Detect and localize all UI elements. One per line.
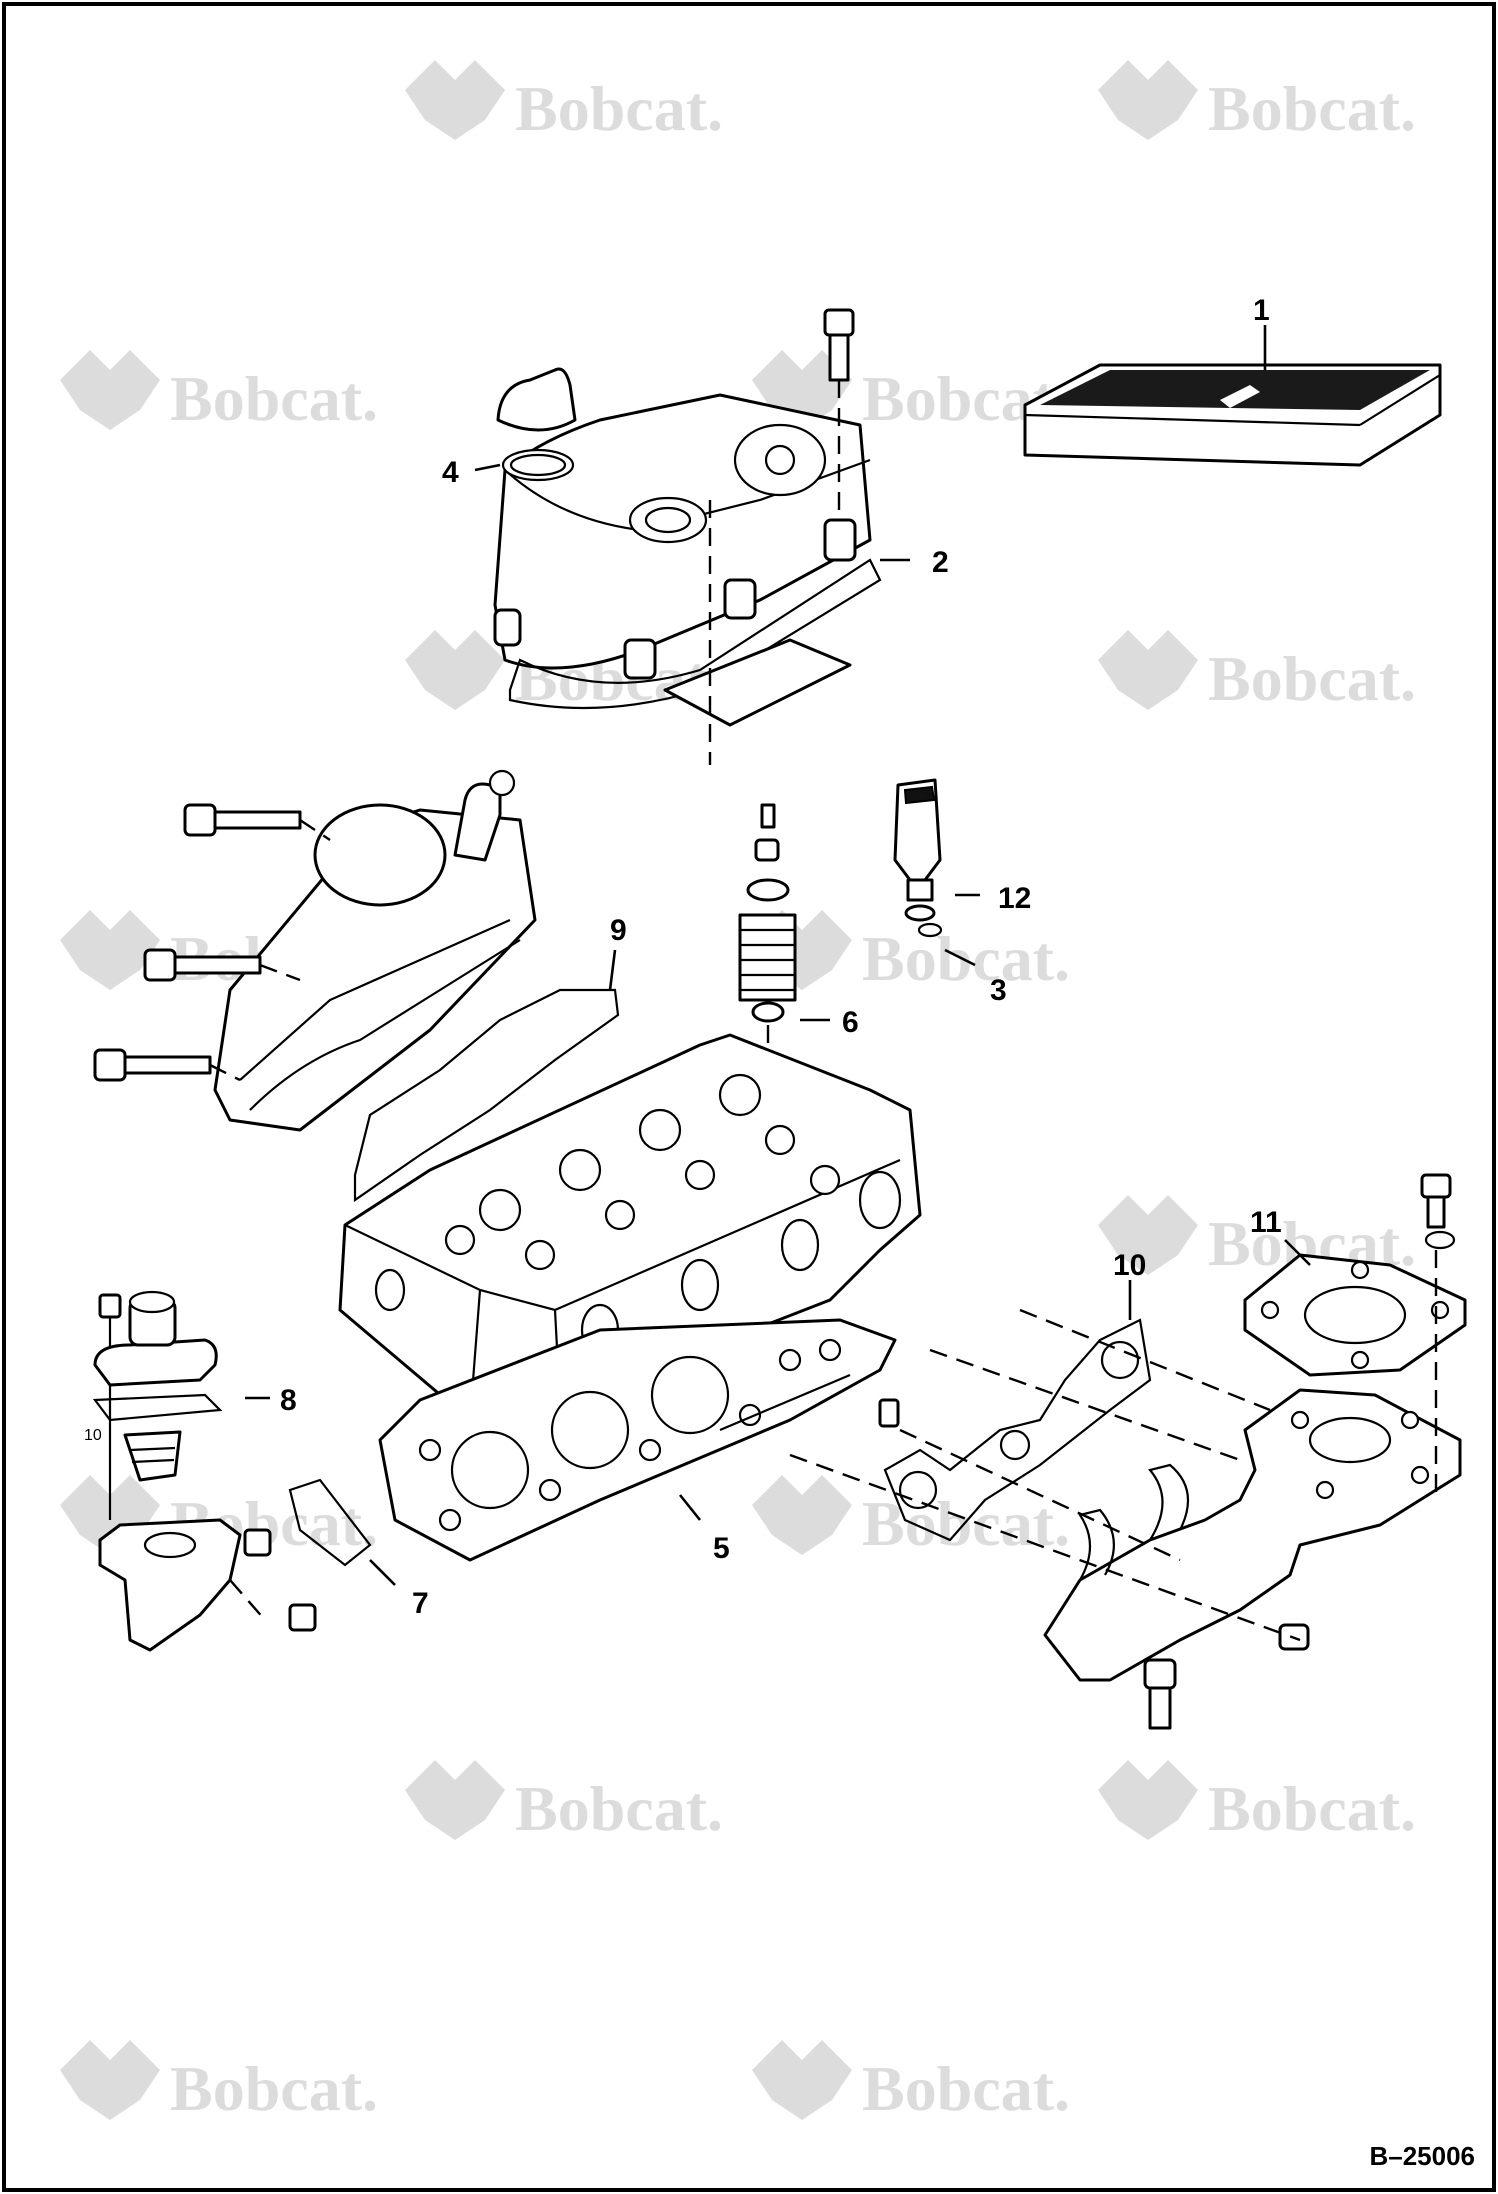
callout-2: 2 (932, 546, 949, 579)
callout-6: 6 (842, 1006, 859, 1039)
watermark-text: Bobcat. (862, 2053, 1070, 2124)
watermark-13: Bobcat. (1098, 1760, 1416, 1844)
watermark-text: Bobcat. (1208, 73, 1416, 144)
watermark-text: Bobcat. (170, 363, 378, 434)
watermark-text: Bobcat. (515, 73, 723, 144)
part-intake-manifold (93, 769, 620, 1203)
part-fuel-injector (893, 778, 943, 938)
watermark-text: Bobcat. (170, 2053, 378, 2124)
callout-5: 5 (713, 1532, 730, 1565)
callout-10-exhaust-gasket: 10 (1113, 1249, 1146, 1282)
watermark-11: Bobcat. (752, 1475, 1070, 1559)
part-thermostat-group (92, 1290, 372, 1652)
callout-1: 1 (1253, 294, 1270, 327)
callout-8: 8 (280, 1384, 297, 1417)
part-valve-cover (493, 393, 882, 765)
callout-9: 9 (610, 914, 627, 947)
part-oil-filler-cap (496, 367, 577, 482)
watermark-text: Bobcat. (1208, 643, 1416, 714)
part-gasket-kit-box (1023, 363, 1442, 467)
callout-12: 12 (998, 882, 1031, 915)
leader-lines (245, 325, 1311, 1586)
callout-4: 4 (442, 456, 459, 489)
document-code: B–25006 (1369, 2141, 1475, 2171)
callout-10-thermostat: 10 (84, 1427, 102, 1444)
watermark-text: Bobcat. (862, 1488, 1070, 1559)
callout-labels: 1 2 3 4 5 6 7 8 9 10 10 11 12 (84, 294, 1282, 1620)
watermark-15: Bobcat. (752, 2040, 1070, 2124)
watermark-2: Bobcat. (1098, 60, 1416, 144)
watermark-12: Bobcat. (405, 1760, 723, 1844)
watermark-text: Bobcat. (515, 1773, 723, 1844)
part-exhaust-manifold (789, 1173, 1467, 1730)
watermark-text: Bobcat. (1208, 1773, 1416, 1844)
part-cover-bolt (823, 308, 855, 520)
watermark-3: Bobcat. (60, 350, 378, 434)
watermark-text: Bobcat. (862, 923, 1070, 994)
watermark-1: Bobcat. (405, 60, 723, 144)
callout-7: 7 (412, 1587, 429, 1620)
callout-3: 3 (990, 974, 1007, 1007)
watermark-8: Bobcat. (752, 910, 1070, 994)
part-head-gasket (378, 1318, 897, 1562)
callout-11: 11 (1250, 1206, 1282, 1239)
part-valve-spring-stack (738, 803, 797, 1130)
watermark-6: Bobcat. (1098, 630, 1416, 714)
watermark-14: Bobcat. (60, 2040, 378, 2124)
